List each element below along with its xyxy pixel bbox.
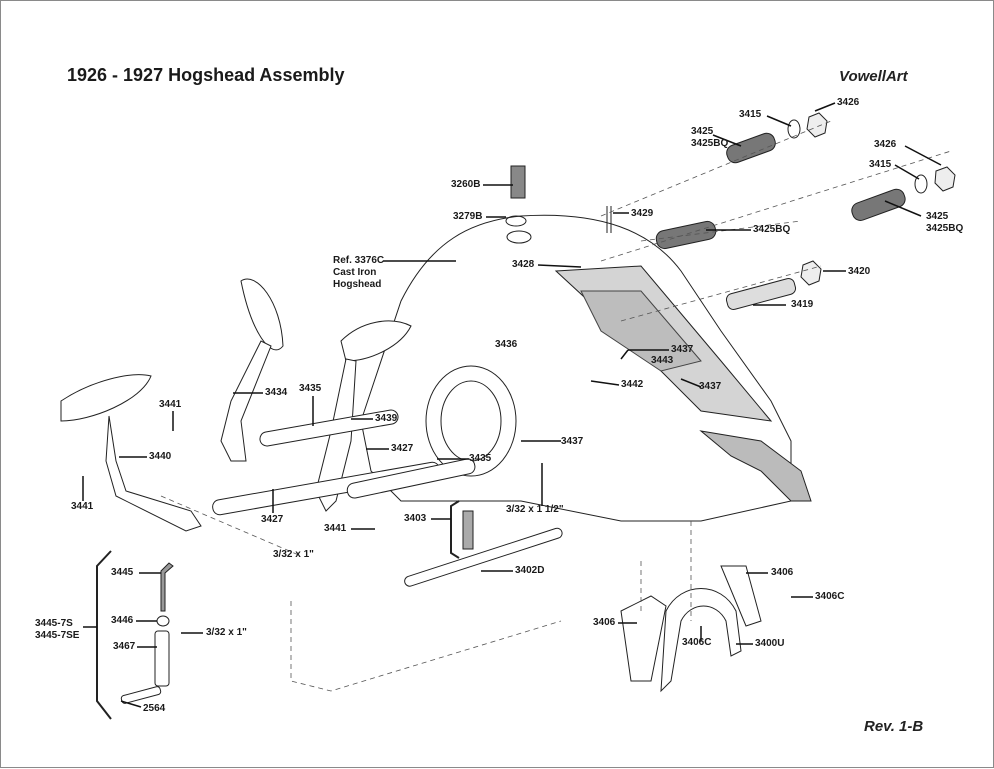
part-label: 2564 <box>143 703 166 714</box>
part-label: 3425BQ <box>926 223 964 234</box>
part-label: Hogshead <box>333 279 382 290</box>
part-label: 3419 <box>791 299 814 310</box>
part-label: 3/32 x 1" <box>206 627 247 638</box>
part-label: 3403 <box>404 513 427 524</box>
part-label: 3429 <box>631 208 654 219</box>
part-label: 3427 <box>391 443 414 454</box>
part-label: 3425BQ <box>691 138 729 149</box>
part-label: 3406C <box>682 637 712 648</box>
part-label: 3441 <box>71 501 94 512</box>
part-label: 3402D <box>515 565 545 576</box>
part-label: 3467 <box>113 641 136 652</box>
part-label: 3400U <box>755 638 785 649</box>
part-label: 3435 <box>469 453 492 464</box>
part-label: 3/32 x 1" <box>273 549 314 560</box>
part-label: 3445 <box>111 567 134 578</box>
part-label: Cast Iron <box>333 267 377 278</box>
part-label: 3443 <box>651 355 674 366</box>
part-label: Ref. 3376C <box>333 255 385 266</box>
part-label: 3425 <box>926 211 949 222</box>
part-label: 3441 <box>324 523 347 534</box>
pedal-3440 <box>60 374 152 422</box>
part-label: 3425BQ <box>753 224 791 235</box>
part-label: 3437 <box>699 381 722 392</box>
pedal-3439 <box>340 320 412 362</box>
part-label: 3426 <box>874 139 897 150</box>
part-label: 3406C <box>815 591 845 602</box>
pedal-3434 <box>240 278 284 351</box>
part-label: 3435 <box>299 383 322 394</box>
part-label: 3441 <box>159 399 182 410</box>
part-label: 3436 <box>495 339 518 350</box>
part-label: 3406 <box>771 567 794 578</box>
part-label: 3425 <box>691 126 714 137</box>
part-label: 3437 <box>561 436 584 447</box>
part-label: 3279B <box>453 211 483 222</box>
part-label: 3440 <box>149 451 172 462</box>
part-label: 3442 <box>621 379 644 390</box>
part-label: 3420 <box>848 266 871 277</box>
diagram-title: 1926 - 1927 Hogshead Assembly <box>67 65 345 85</box>
part-label: 3426 <box>837 97 860 108</box>
brand-logo: VowellArt <box>839 68 908 85</box>
part-label: 3428 <box>512 259 535 270</box>
part-label: 3415 <box>869 159 892 170</box>
part-label: 3445-7SE <box>35 630 80 641</box>
part-label: 3/32 x 1 1/2" <box>506 504 564 515</box>
part-label: 3439 <box>375 413 398 424</box>
part-label: 3406 <box>593 617 616 628</box>
part-label: 3260B <box>451 179 481 190</box>
part-label: 3445-7S <box>35 618 73 629</box>
fork-3400u <box>660 588 742 693</box>
part-label: 3437 <box>671 344 694 355</box>
part-label: 3415 <box>739 109 762 120</box>
part-label: 3446 <box>111 615 134 626</box>
revision-label: Rev. 1-B <box>864 718 924 735</box>
part-label: 3427 <box>261 514 284 525</box>
part-label: 3434 <box>265 387 288 398</box>
